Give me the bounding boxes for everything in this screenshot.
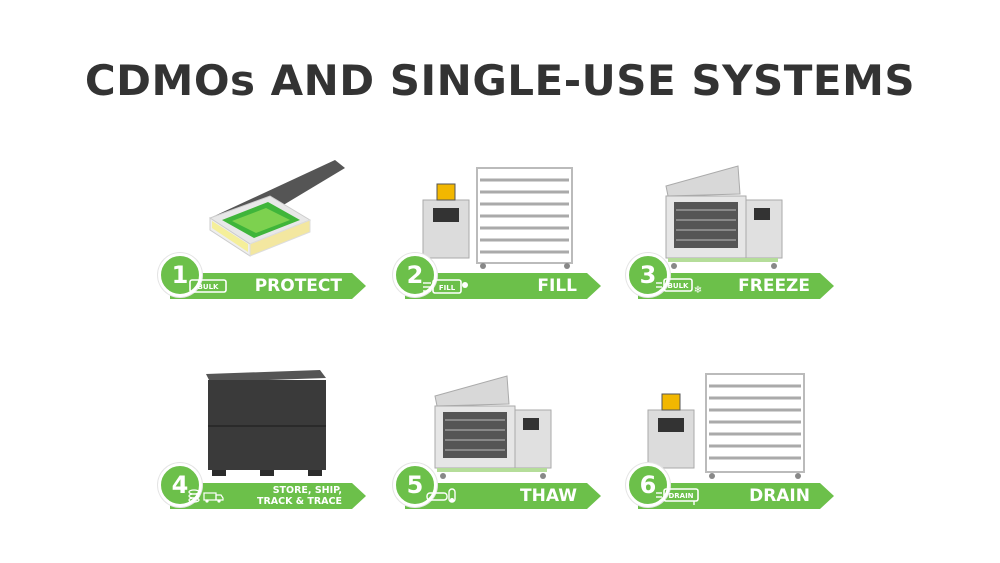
stack-truck-icon xyxy=(188,489,224,503)
step-number: 4 xyxy=(158,463,202,507)
svg-text:BULK: BULK xyxy=(198,283,219,291)
step-number: 6 xyxy=(626,463,670,507)
thaw-icon xyxy=(426,488,456,503)
freezer-unit-image xyxy=(618,148,838,273)
shipping-container-image xyxy=(150,358,370,483)
step-number: 1 xyxy=(158,253,202,297)
step-2-fill: 2 FILL FILL xyxy=(385,148,605,318)
drain-icon: DRAIN xyxy=(656,488,699,505)
step-4-store-ship: 4 STORE, SHIP, TRACK & TRACE xyxy=(150,358,370,528)
step-label: FILL xyxy=(537,276,577,296)
step-5-thaw: 5 THAW xyxy=(385,358,605,528)
drain-station-rack-image xyxy=(618,358,838,483)
bulk-freeze-icon: BULK ❄ xyxy=(656,278,702,295)
step-6-drain: 6 DRAIN DRAIN xyxy=(618,358,838,528)
step-number: 2 xyxy=(393,253,437,297)
page-title: CDMOs AND SINGLE-USE SYSTEMS xyxy=(84,56,916,105)
single-use-bag-tray-image xyxy=(150,148,370,273)
svg-text:FILL: FILL xyxy=(439,284,456,292)
step-1-protect: 1 BULK PROTECT xyxy=(150,148,370,318)
step-label: THAW xyxy=(520,486,577,506)
step-label: FREEZE xyxy=(738,276,810,296)
step-label: DRAIN xyxy=(749,486,810,506)
step-number: 3 xyxy=(626,253,670,297)
svg-text:DRAIN: DRAIN xyxy=(668,492,693,500)
bulk-bag-icon: BULK xyxy=(189,279,227,293)
thawing-unit-image xyxy=(385,358,605,483)
svg-text:❄: ❄ xyxy=(694,285,702,295)
step-label: PROTECT xyxy=(254,276,342,296)
svg-text:BULK: BULK xyxy=(668,282,689,290)
step-label: STORE, SHIP, TRACK & TRACE xyxy=(257,485,342,507)
filling-station-rack-image xyxy=(385,148,605,273)
fill-icon: FILL xyxy=(423,279,468,294)
step-3-freeze: 3 BULK ❄ FREEZE xyxy=(618,148,838,318)
